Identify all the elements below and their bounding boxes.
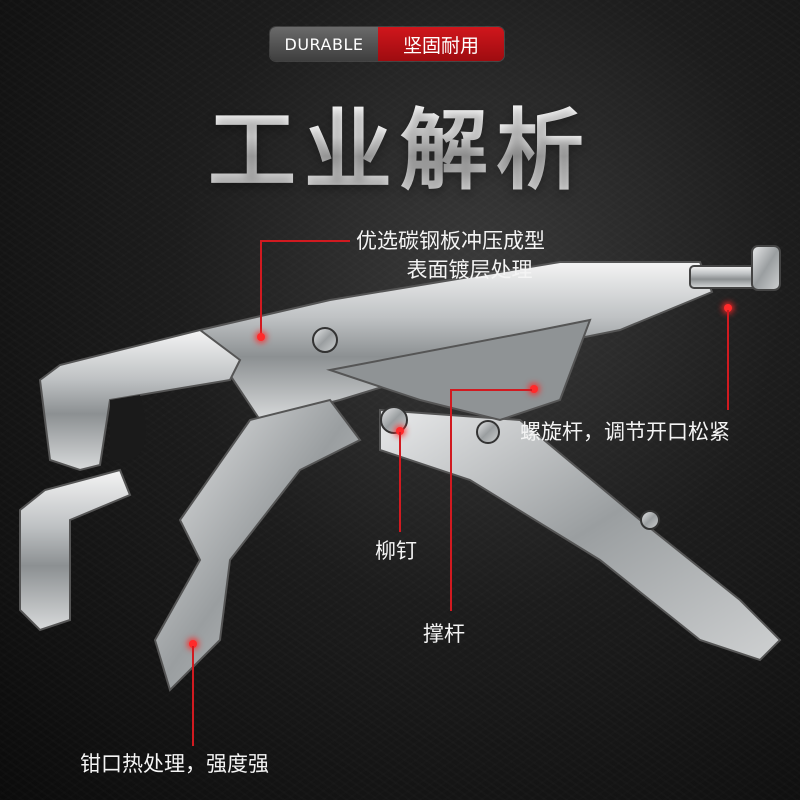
lower-fork [153,398,362,692]
callout-line-steel-h [260,240,350,242]
badge-en: DURABLE [270,27,378,61]
callout-dot-screw [724,304,732,312]
callout-dot-jaw [189,640,197,648]
callout-line-strut-h [450,389,532,391]
callout-line-steel-v [260,240,262,335]
callout-dot-strut [530,385,538,393]
lower-jaw [19,468,132,632]
callout-steel-line2: 表面镀层处理 [406,258,533,282]
strut-lever [326,318,592,422]
callout-jaw: 钳口热处理，强度强 [80,752,269,776]
callout-line-screw [727,310,729,410]
callout-line-strut-v [450,389,452,611]
callout-steel-line1: 优选碳钢板冲压成型 [356,229,545,253]
durable-badge: DURABLE 坚固耐用 [270,27,504,61]
badge-cn: 坚固耐用 [378,27,504,61]
callout-dot-steel [257,333,265,341]
callout-line-jaw [192,646,194,746]
page-title: 工业解析 [0,80,800,207]
screw-knob [751,245,781,291]
upper-jaw [38,328,242,472]
adjusting-screw [689,265,761,289]
lower-handle [379,408,782,662]
rivet-2 [380,406,408,434]
rivet-4 [640,510,660,530]
rivet-3 [476,420,500,444]
callout-line-rivet [399,432,401,532]
rivet-1 [312,327,338,353]
callout-steel: 优选碳钢板冲压成型 表面镀层处理 [356,227,545,285]
callout-strut: 撑杆 [423,622,465,646]
callout-screw: 螺旋杆，调节开口松紧 [520,420,730,444]
callout-dot-rivet [396,427,404,435]
callout-rivet: 柳钉 [375,539,417,563]
